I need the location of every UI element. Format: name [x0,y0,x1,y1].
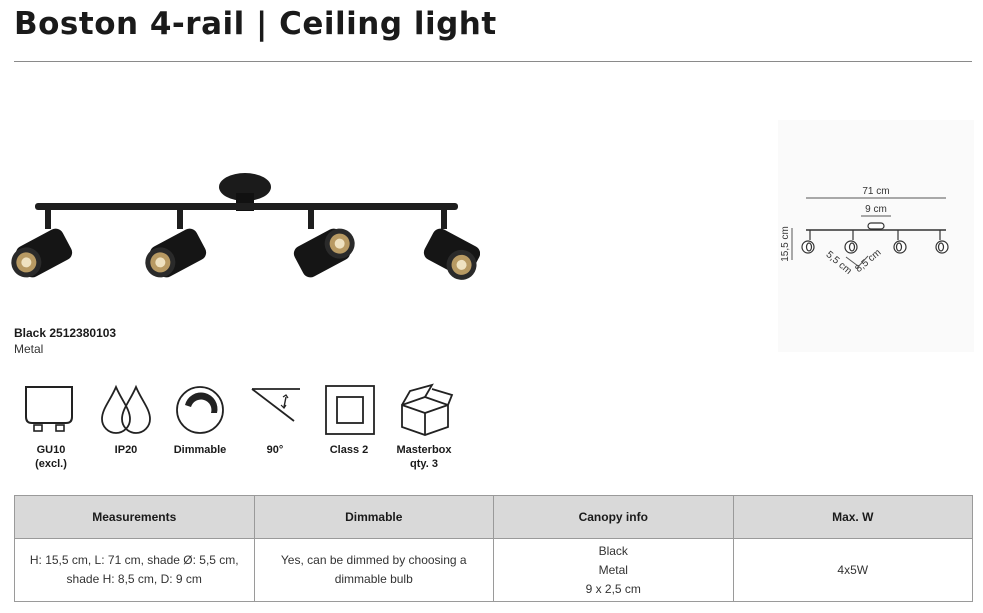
spot-3 [293,209,355,278]
value-measurements: H: 15,5 cm, L: 71 cm, shade Ø: 5,5 cm, s… [14,538,255,602]
title-divider [14,61,972,62]
feature-label-gu10: GU10 (excl.) [35,444,67,470]
value-max-w: 4x5W [732,538,973,602]
dimension-panel [778,120,974,352]
specs-table: Measurements Dimmable Canopy info Max. W… [14,495,973,602]
spot-2 [145,209,207,278]
dimension-drawing: 71 cm 9 cm 15,5 cm 5,5 cm 8,5 cm [780,186,949,277]
specs-header-row: Measurements Dimmable Canopy info Max. W [14,495,973,539]
product-image [11,173,480,280]
header-measurements: Measurements [14,495,255,539]
dim-canopy: 9 cm [865,204,887,215]
feature-label-ip20: IP20 [114,444,138,456]
header-dimmable: Dimmable [253,495,494,539]
feature-label-class2: Class 2 [329,444,369,456]
value-dimmable: Yes, can be dimmed by choosing a dimmabl… [253,538,494,602]
dim-shade-diameter: 5,5 cm [824,249,854,277]
feature-label-dimmable: Dimmable [173,444,227,456]
class2-icon [325,385,375,435]
spot-4 [423,209,480,280]
header-canopy-info: Canopy info [493,495,734,539]
ip20-drops-icon [101,384,151,434]
dim-shade-height: 8,5 cm [853,247,883,275]
header-max-w: Max. W [732,495,973,539]
feature-label-angle: 90° [266,444,284,456]
angle-icon [251,388,300,422]
value-canopy-info: Black Metal 9 x 2,5 cm [493,538,734,602]
masterbox-icon [401,383,454,436]
product-sku: Black 2512380103 [14,326,117,340]
specs-value-row: H: 15,5 cm, L: 71 cm, shade Ø: 5,5 cm, s… [14,538,973,602]
gu10-bulb-icon [25,386,73,432]
feature-label-masterbox: Masterbox qty. 3 [396,444,452,470]
dim-length: 71 cm [862,186,889,197]
dimmable-icon [176,386,224,434]
dim-height: 15,5 cm [780,226,791,262]
product-material: Metal [14,342,44,356]
page-title: Boston 4-rail | Ceiling light [14,6,497,42]
spot-1 [11,209,73,278]
